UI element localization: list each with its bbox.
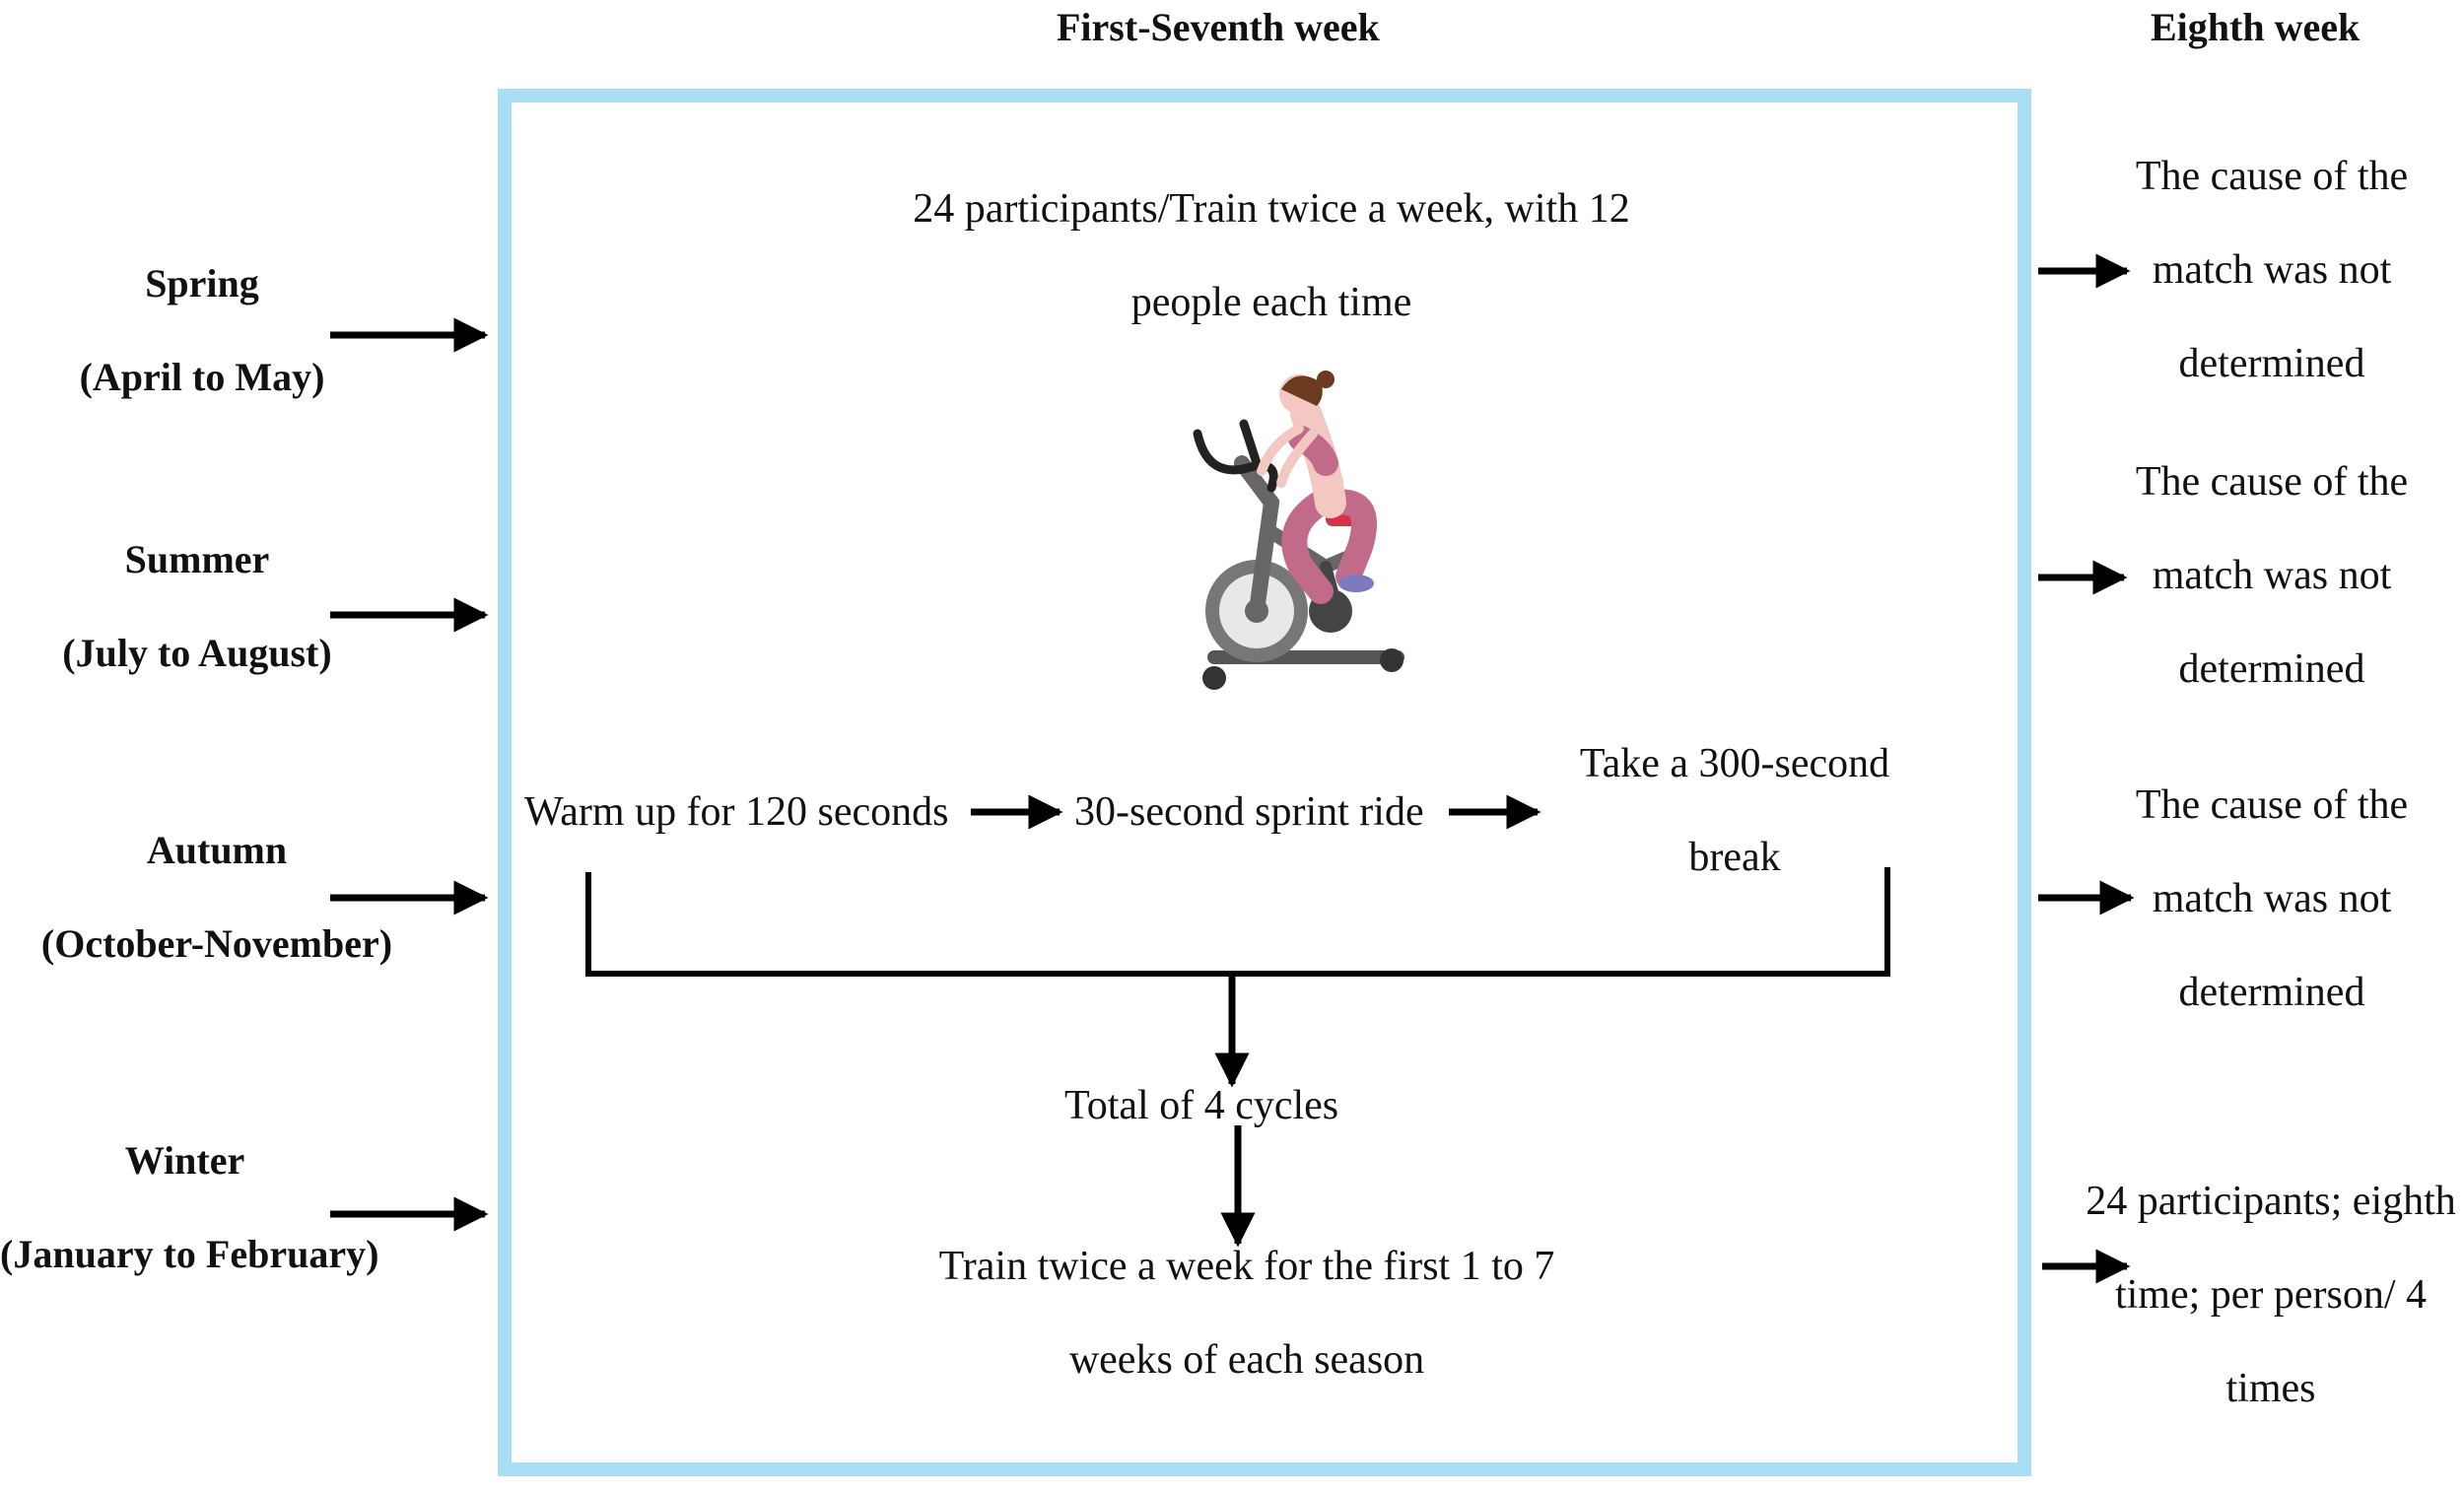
cycles-label: Total of 4 cycles [1064, 1083, 1339, 1128]
season-name: Autumn [146, 828, 288, 872]
season-name: Summer [124, 537, 270, 581]
protocol-intro: 24 participants/Train twice a week, with… [913, 186, 1630, 325]
header-eighth-week: Eighth week [2151, 5, 2361, 49]
season-name: Spring [145, 261, 259, 305]
season-months: (July to August) [62, 631, 332, 675]
season-spring: Spring (April to May) [0, 237, 404, 424]
season-winter: Winter (January to February) [0, 1114, 379, 1301]
eighth-week-note-3: The cause of the match was not determine… [2135, 782, 2409, 1015]
step-warmup: Warm up for 120 seconds [524, 789, 949, 835]
season-months: (January to February) [0, 1232, 379, 1276]
header-first-seventh-week: First-Seventh week [1057, 5, 1380, 49]
schedule-label: Train twice a week for the first 1 to 7 … [938, 1244, 1555, 1383]
season-summer: Summer (July to August) [0, 512, 394, 700]
stationary-bike-icon [1193, 371, 1404, 690]
eighth-week-note-1: The cause of the match was not determine… [2135, 154, 2409, 386]
season-autumn: Autumn (October-November) [0, 803, 434, 990]
season-months: (October-November) [40, 921, 393, 966]
step-sprint: 30-second sprint ride [1074, 789, 1424, 835]
season-name: Winter [124, 1138, 245, 1183]
season-months: (April to May) [79, 355, 325, 399]
eighth-week-note-4: 24 participants; eighth time; per person… [2086, 1179, 2456, 1411]
eighth-week-note-2: The cause of the match was not determine… [2135, 459, 2409, 692]
training-frame [498, 89, 2031, 1476]
cycle-bracket [585, 867, 1890, 977]
step-break: Take a 300-second break [1579, 741, 1890, 880]
